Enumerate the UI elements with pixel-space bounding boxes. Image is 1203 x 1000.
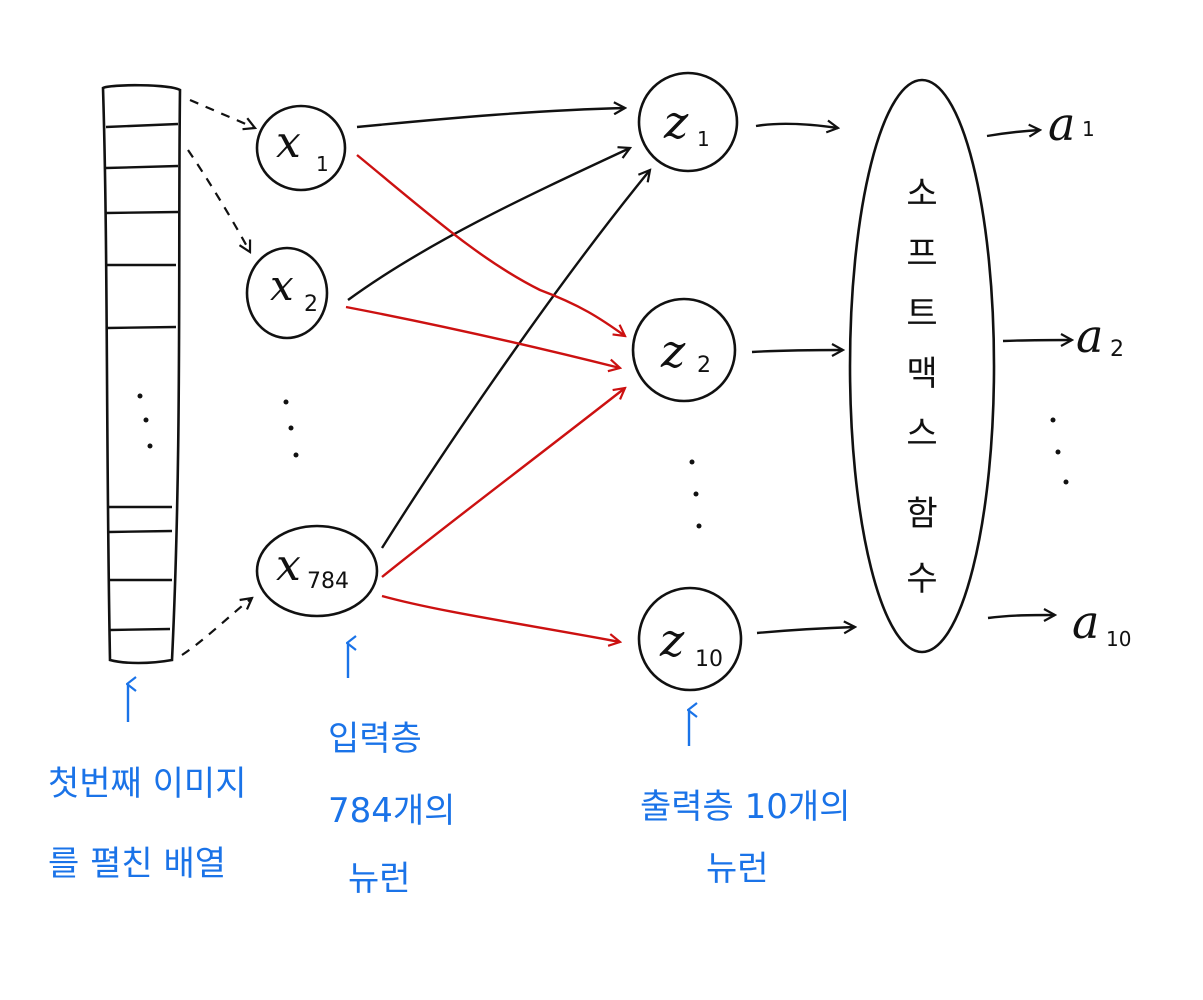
input-node-784-letter: x <box>276 540 301 591</box>
input-node-2: x 2 <box>245 246 329 340</box>
softmax-char-7: 수 <box>906 559 937 599</box>
output-node-10-sub: 10 <box>695 647 723 672</box>
input-node-1: x 1 <box>255 104 347 192</box>
input-node-2-sub: 2 <box>304 292 318 317</box>
annotation-arrows <box>128 643 689 746</box>
activation-ellipsis <box>1050 417 1069 485</box>
activation-1-letter: a <box>1048 97 1075 151</box>
activation-10-sub: 10 <box>1106 627 1131 651</box>
output-layer-note: 출력층 10개의 뉴런 <box>640 787 850 889</box>
input-note-line-2: 784개의 <box>328 791 455 831</box>
input-node-1-sub: 1 <box>316 152 329 176</box>
input-node-784: x 784 <box>255 524 379 618</box>
activation-2: a 2 <box>1076 309 1124 363</box>
output-node-2: z 2 <box>631 297 737 403</box>
dashed-connections <box>181 98 255 656</box>
output-node-2-letter: z <box>660 324 686 378</box>
output-note-line-1: 출력층 10개의 <box>640 787 850 827</box>
softmax-char-2: 프 <box>906 234 937 274</box>
output-node-10-letter: z <box>659 613 685 667</box>
image-array-note: 첫번째 이미지 를 펼친 배열 <box>48 764 247 884</box>
softmax-char-4: 맥 <box>906 354 937 394</box>
activation-1: a 1 <box>1048 97 1095 151</box>
output-note-line-2: 뉴런 <box>706 849 769 889</box>
flattened-image-array <box>101 83 182 665</box>
activation-arrows <box>986 130 1072 618</box>
softmax-char-1: 소 <box>906 174 937 214</box>
image-note-line-2: 를 펼친 배열 <box>48 844 226 884</box>
activation-10: a 10 <box>1072 595 1131 651</box>
softmax-char-6: 함 <box>906 494 937 534</box>
output-node-1-letter: z <box>663 95 689 149</box>
output-node-1: z 1 <box>637 71 739 173</box>
output-ellipsis <box>689 459 702 529</box>
input-note-line-1: 입력층 <box>328 719 422 759</box>
input-node-1-letter: x <box>276 117 301 168</box>
image-note-line-1: 첫번째 이미지 <box>48 764 247 804</box>
activation-2-sub: 2 <box>1110 337 1124 362</box>
activation-10-letter: a <box>1072 595 1099 649</box>
input-node-784-sub: 784 <box>307 569 349 594</box>
output-arrows <box>751 124 855 633</box>
activation-2-letter: a <box>1076 309 1103 363</box>
softmax-function: 소 프 트 맥 스 함 수 <box>848 78 996 654</box>
softmax-char-5: 스 <box>906 414 937 454</box>
output-node-2-sub: 2 <box>697 353 711 378</box>
input-layer-note: 입력층 784개의 뉴런 <box>328 719 455 899</box>
input-note-line-3: 뉴런 <box>348 859 411 899</box>
array-ellipsis <box>137 393 153 449</box>
input-node-2-letter: x <box>270 261 294 310</box>
input-ellipsis <box>283 399 299 458</box>
black-connections <box>347 108 650 549</box>
output-node-1-sub: 1 <box>697 127 710 151</box>
activation-1-sub: 1 <box>1082 117 1095 141</box>
red-connections <box>345 154 625 642</box>
output-node-10: z 10 <box>637 586 743 692</box>
softmax-char-3: 트 <box>906 294 937 334</box>
